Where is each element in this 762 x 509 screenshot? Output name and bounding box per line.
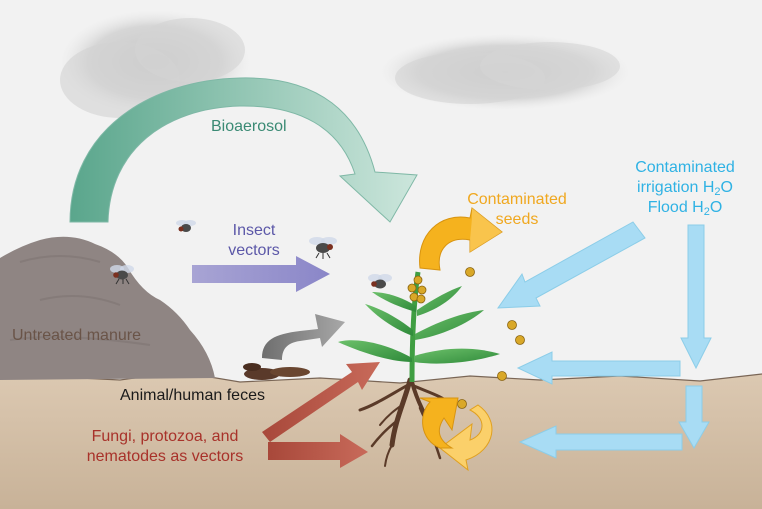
cloud-right	[380, 34, 630, 110]
water-arrow-surface	[516, 351, 681, 385]
untreated-manure-label: Untreated manure	[12, 327, 141, 344]
contaminated-seeds-label: Contaminated seeds	[452, 190, 582, 230]
plant	[338, 271, 500, 383]
irrigation-label-line2: irrigation H2O	[637, 179, 733, 198]
bioaerosol-arrow	[69, 77, 418, 223]
fly-icon	[176, 220, 196, 232]
soil-ground	[0, 372, 762, 509]
irrigation-label-line1: Contaminated	[635, 159, 735, 176]
flood-arrow-down	[680, 224, 712, 370]
seed-cluster	[407, 275, 427, 304]
feces-lumps	[243, 363, 310, 380]
bioaerosol-label: Bioaerosol	[211, 118, 287, 135]
fungi-arrow-up	[262, 362, 380, 442]
fly-icon	[368, 274, 392, 289]
insect-label-line1: Insect	[232, 222, 276, 239]
insect-vectors-label: Insect vectors	[214, 221, 294, 261]
water-arrow-soil	[518, 425, 683, 459]
fungi-label-line2: nematodes as vectors	[86, 448, 244, 465]
fly-icon	[110, 265, 134, 285]
fungi-vectors-label: Fungi, protozoa, and nematodes as vector…	[70, 427, 260, 467]
animal-feces-label: Animal/human feces	[120, 387, 265, 404]
seeds-label-line2: seeds	[495, 211, 539, 228]
seeds-label-line1: Contaminated	[467, 191, 567, 208]
insect-arrow	[192, 256, 330, 292]
manure-pile	[0, 236, 215, 380]
flood-label: Flood H2O	[647, 199, 723, 218]
falling-seeds	[457, 267, 525, 409]
fly-icon	[309, 237, 337, 259]
insect-label-line2: vectors	[228, 242, 280, 259]
feces-arrow	[262, 314, 345, 360]
irrigation-arrow	[497, 221, 646, 309]
fungi-arrow-right	[268, 434, 368, 468]
fungi-label-line1: Fungi, protozoa, and	[91, 428, 239, 445]
seeds-cycle-arrow-bottom	[439, 404, 493, 472]
irrigation-label: Contaminated irrigation H2O Flood H2O	[615, 158, 755, 218]
water-arrow-down2	[678, 385, 710, 450]
